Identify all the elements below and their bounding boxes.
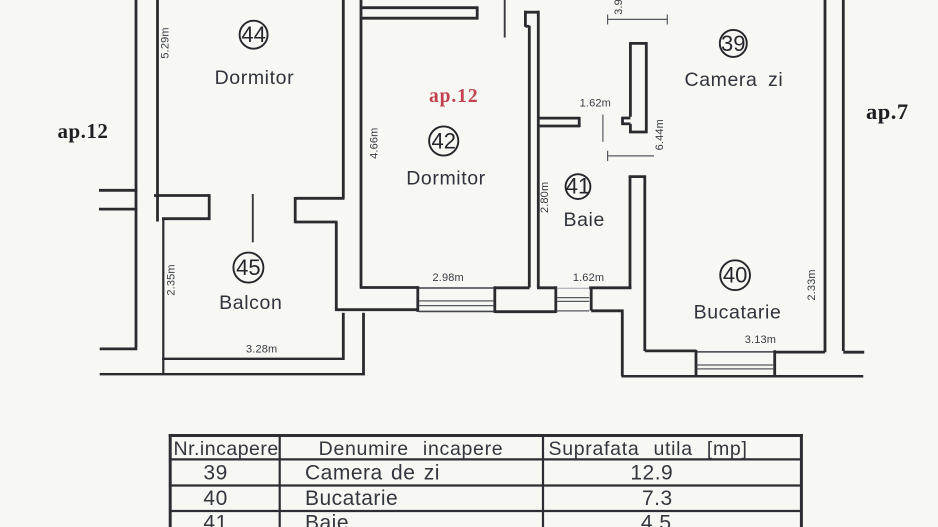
svg-text:Denumire incapere: Denumire incapere: [319, 438, 504, 460]
svg-text:1.62m: 1.62m: [580, 98, 611, 110]
svg-text:Bucatarie: Bucatarie: [694, 302, 782, 324]
svg-text:Suprafata utila [mp]: Suprafata utila [mp]: [549, 438, 748, 460]
svg-text:42: 42: [431, 129, 455, 154]
svg-text:12.9: 12.9: [630, 462, 673, 485]
svg-text:3.28m: 3.28m: [246, 343, 277, 355]
svg-text:5.29m: 5.29m: [160, 27, 172, 58]
svg-text:2.33m: 2.33m: [806, 269, 818, 300]
svg-text:ap.7: ap.7: [866, 99, 909, 124]
svg-text:Baie: Baie: [305, 512, 349, 527]
svg-text:39: 39: [721, 31, 745, 56]
svg-text:2.98m: 2.98m: [433, 272, 464, 284]
svg-text:39: 39: [203, 462, 227, 485]
svg-text:ap.12: ap.12: [58, 119, 109, 143]
svg-text:Camera de zi: Camera de zi: [305, 462, 440, 485]
svg-text:2.80m: 2.80m: [539, 182, 551, 213]
svg-text:45: 45: [236, 255, 260, 280]
svg-text:3.9: 3.9: [613, 0, 625, 15]
svg-text:4.66m: 4.66m: [368, 128, 380, 159]
svg-text:2.35m: 2.35m: [165, 264, 177, 295]
svg-text:3.13m: 3.13m: [745, 334, 776, 346]
svg-text:Nr.incapere: Nr.incapere: [174, 438, 279, 460]
svg-text:7.3: 7.3: [642, 487, 673, 510]
svg-text:6.44m: 6.44m: [654, 119, 666, 150]
svg-text:Baie: Baie: [563, 209, 604, 231]
svg-text:41: 41: [566, 174, 590, 199]
svg-text:40: 40: [203, 487, 227, 510]
svg-text:Balcon: Balcon: [219, 292, 282, 314]
svg-text:ap.12: ap.12: [429, 86, 478, 107]
svg-text:Bucatarie: Bucatarie: [305, 487, 398, 510]
svg-text:4.5: 4.5: [641, 512, 672, 527]
svg-text:Dormitor: Dormitor: [406, 167, 486, 189]
svg-text:41: 41: [203, 512, 227, 527]
svg-text:44: 44: [241, 22, 265, 47]
svg-text:1.62m: 1.62m: [573, 272, 604, 284]
svg-text:40: 40: [723, 263, 747, 288]
svg-text:Dormitor: Dormitor: [215, 67, 295, 89]
svg-text:Camera zi: Camera zi: [685, 69, 784, 91]
